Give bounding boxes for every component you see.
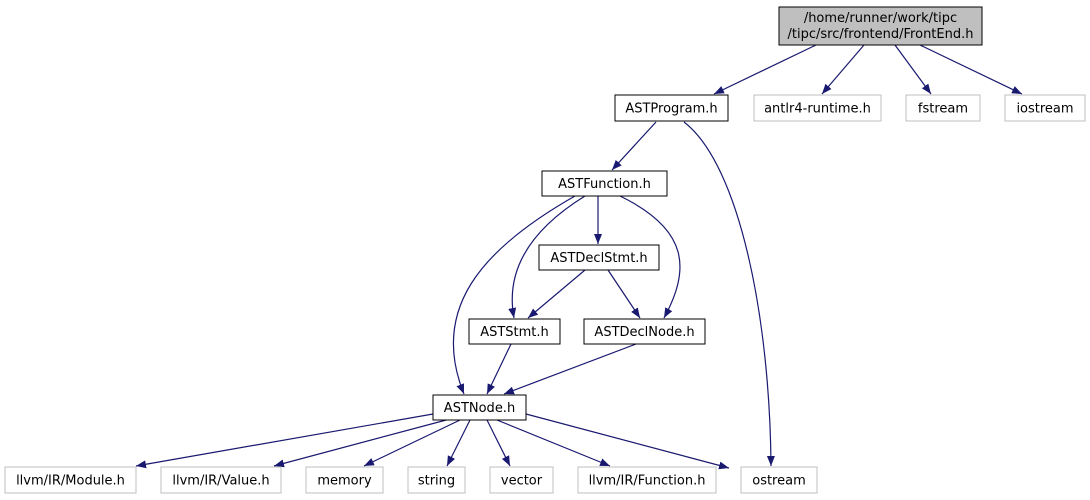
- edges: [135, 44, 1023, 470]
- node-string[interactable]: string: [407, 466, 466, 494]
- node-memory-label: memory: [317, 474, 372, 489]
- node-fstream[interactable]: fstream: [905, 94, 981, 122]
- node-llvm-value-h[interactable]: llvm/IR/Value.h: [160, 466, 282, 494]
- node-astfunction-h[interactable]: ASTFunction.h: [541, 170, 668, 197]
- edge-astnode-llvm-module: [135, 413, 434, 469]
- node-aststmt-h[interactable]: ASTStmt.h: [468, 318, 561, 345]
- edge-astdeclstmt-aststmt: [527, 269, 586, 319]
- node-llvm-module-h-label: llvm/IR/Module.h: [16, 474, 125, 489]
- node-ostream-label: ostream: [752, 474, 806, 489]
- node-astdeclstmt-h-label: ASTDeclStmt.h: [550, 251, 647, 266]
- edge-astnode-vector: [486, 419, 511, 467]
- edge-frontend-fstream: [894, 44, 932, 95]
- node-string-label: string: [418, 474, 455, 489]
- node-fstream-label: fstream: [918, 102, 968, 117]
- node-frontend-h[interactable]: /home/runner/work/tipc /tipc/src/fronten…: [778, 6, 983, 46]
- edge-frontend-iostream: [919, 44, 1023, 95]
- node-memory[interactable]: memory: [305, 466, 384, 494]
- node-astnode-h[interactable]: ASTNode.h: [432, 394, 527, 421]
- node-astprogram-h-label: ASTProgram.h: [625, 102, 717, 117]
- node-astdeclnode-h[interactable]: ASTDeclNode.h: [583, 318, 706, 345]
- node-vector-label: vector: [501, 474, 543, 489]
- edge-astdeclstmt-astdeclnode: [607, 269, 641, 319]
- node-llvm-module-h[interactable]: llvm/IR/Module.h: [4, 466, 137, 494]
- edge-astfunction-aststmt: [508, 195, 586, 319]
- node-frontend-h-label-line1: /home/runner/work/tipc: [804, 11, 957, 26]
- node-astprogram-h[interactable]: ASTProgram.h: [614, 94, 729, 122]
- node-antlr4-runtime-h[interactable]: antlr4-runtime.h: [753, 94, 882, 122]
- edge-frontend-antlr4: [821, 44, 865, 95]
- node-aststmt-h-label: ASTStmt.h: [480, 325, 549, 340]
- node-iostream[interactable]: iostream: [1004, 94, 1086, 122]
- edge-astnode-llvm-value: [273, 418, 451, 468]
- edge-astnode-memory: [363, 419, 461, 467]
- node-astdeclstmt-h[interactable]: ASTDeclStmt.h: [538, 244, 660, 271]
- node-vector[interactable]: vector: [489, 466, 554, 494]
- edge-astnode-string: [446, 419, 471, 467]
- node-llvm-function-h-label: llvm/IR/Function.h: [589, 474, 706, 489]
- edge-astfunction-astnode: [452, 195, 576, 395]
- node-frontend-h-label-line2: /tipc/src/frontend/FrontEnd.h: [788, 27, 974, 42]
- edge-astnode-ostream: [525, 413, 730, 470]
- edge-astdeclnode-astnode: [503, 343, 637, 395]
- edge-astnode-llvm-function: [496, 419, 611, 467]
- node-llvm-value-h-label: llvm/IR/Value.h: [172, 474, 269, 489]
- node-iostream-label: iostream: [1016, 102, 1073, 117]
- node-llvm-function-h[interactable]: llvm/IR/Function.h: [577, 466, 717, 494]
- node-ostream[interactable]: ostream: [740, 466, 818, 494]
- edge-frontend-astprogram: [713, 44, 817, 95]
- edge-astfunction-astdeclnode: [619, 195, 681, 319]
- node-astnode-h-label: ASTNode.h: [444, 401, 515, 416]
- edge-aststmt-astnode: [486, 343, 512, 395]
- edge-astprogram-ostream: [683, 121, 775, 467]
- node-astfunction-h-label: ASTFunction.h: [558, 177, 651, 192]
- node-antlr4-runtime-h-label: antlr4-runtime.h: [764, 102, 871, 117]
- node-astdeclnode-h-label: ASTDeclNode.h: [594, 325, 694, 340]
- edge-astprogram-astfunction: [611, 121, 657, 171]
